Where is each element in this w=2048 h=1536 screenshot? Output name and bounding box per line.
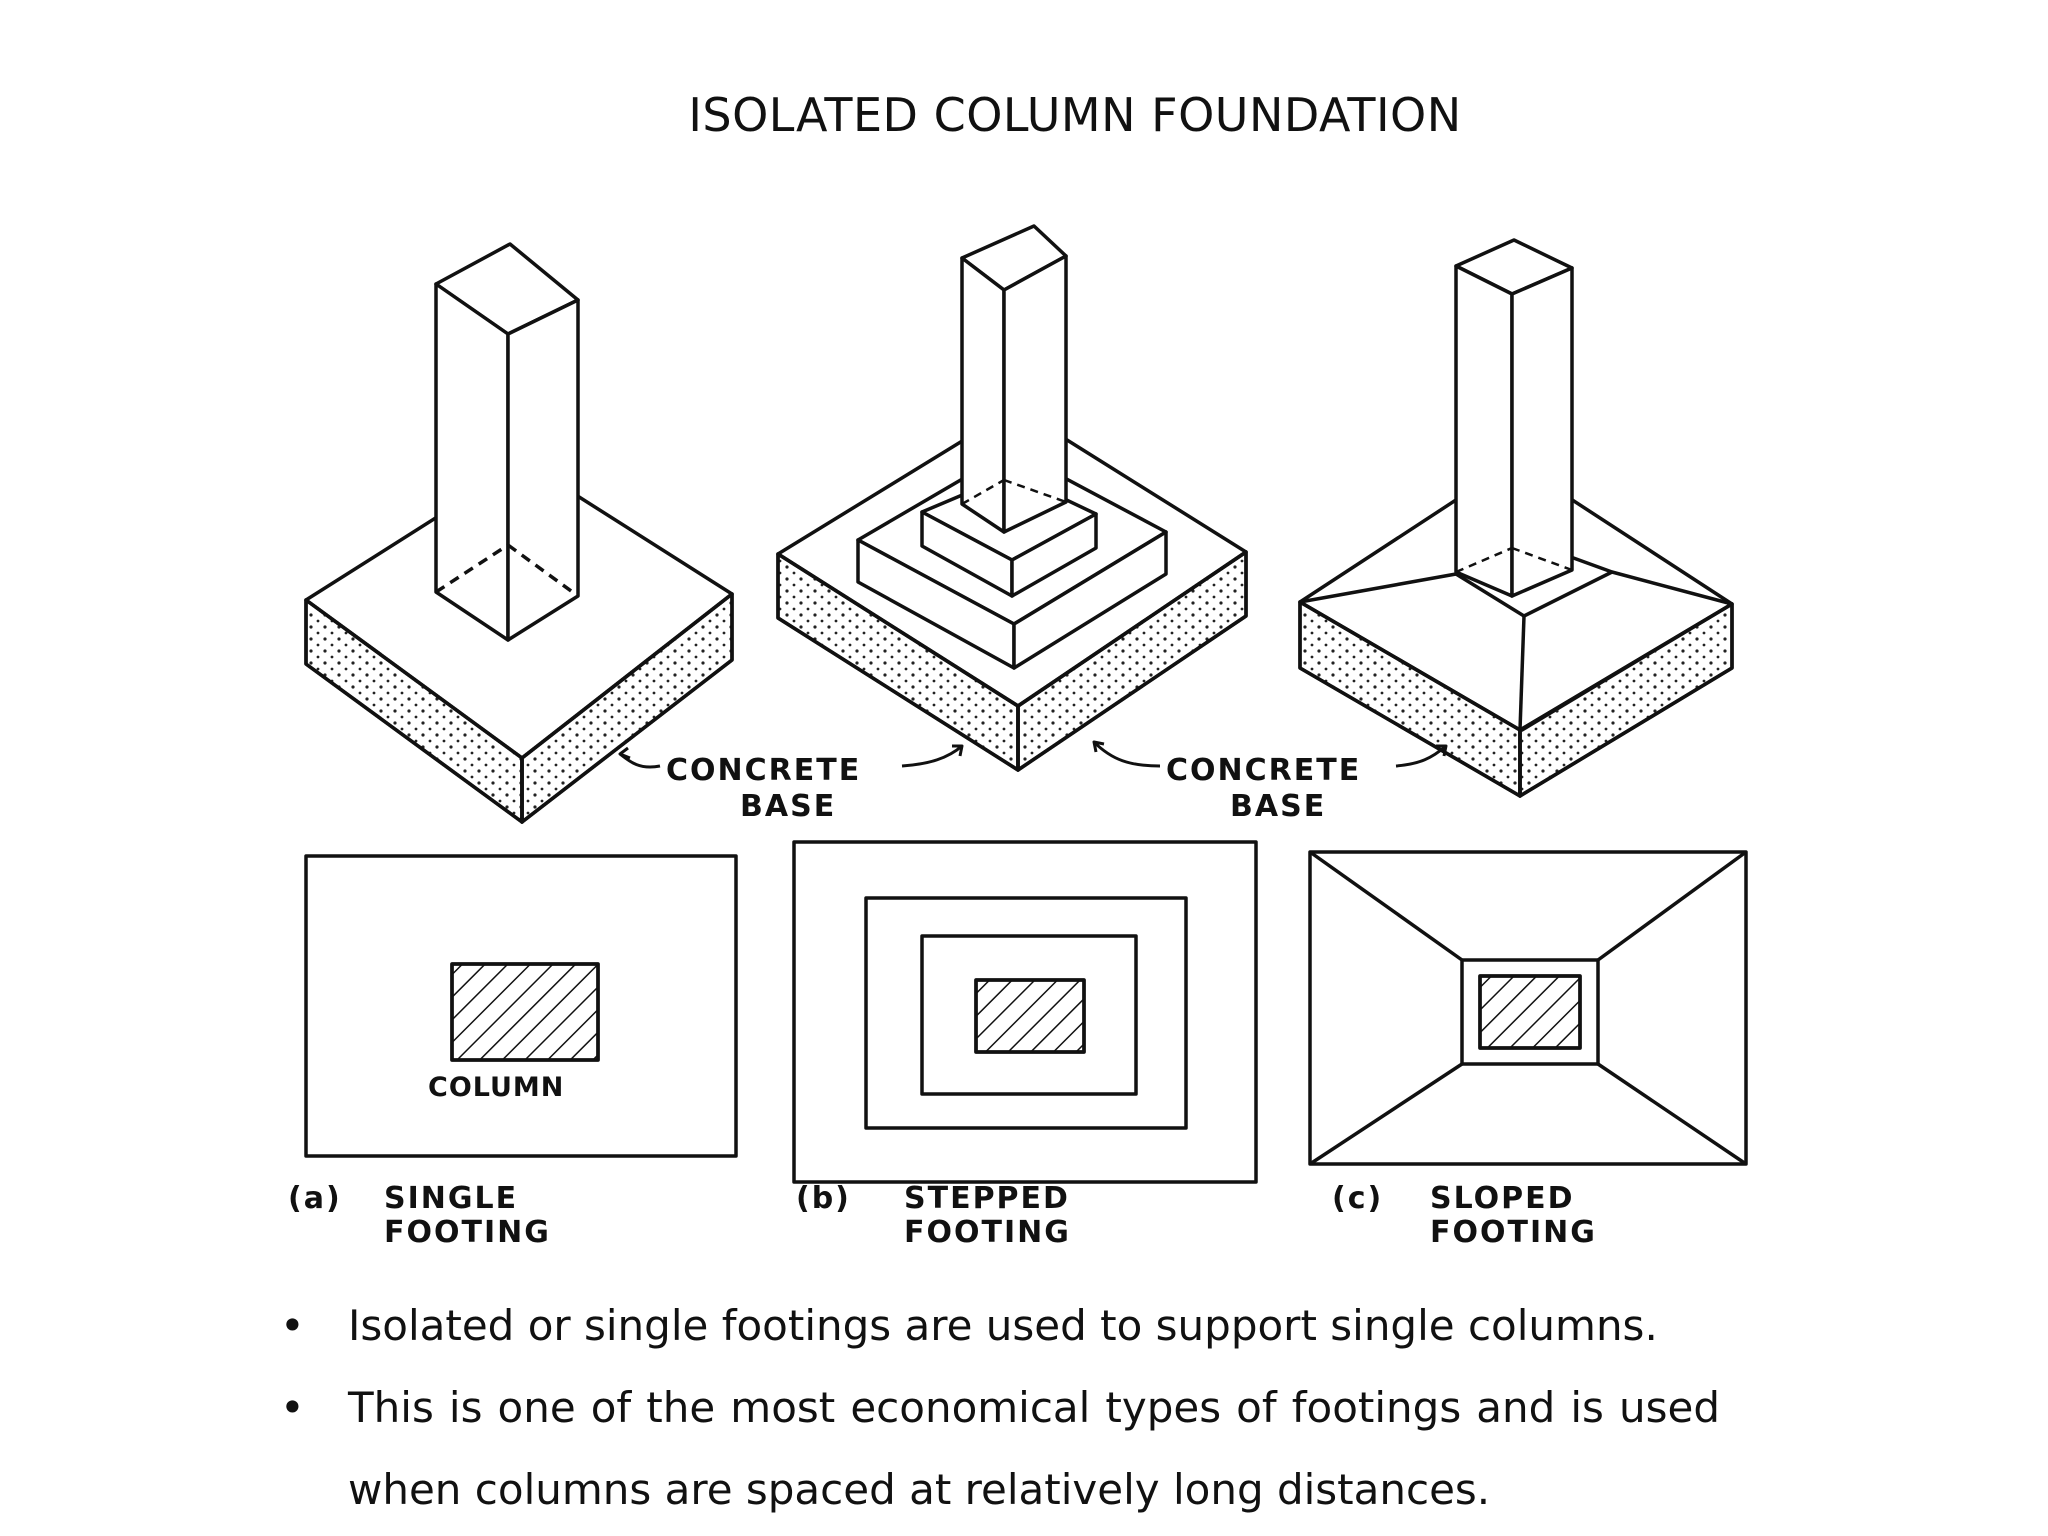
caption-b-tag: (b) bbox=[796, 1181, 851, 1216]
bullet-list: • Isolated or single footings are used t… bbox=[280, 1285, 1720, 1531]
single-footing-plan bbox=[304, 854, 738, 1158]
bullet-marker: • bbox=[280, 1301, 305, 1350]
stepped-footing-3d bbox=[776, 224, 1248, 772]
bullet-item: • Isolated or single footings are used t… bbox=[280, 1285, 1720, 1367]
concrete-base-arrows bbox=[618, 740, 1448, 769]
column-label: COLUMN bbox=[428, 1072, 564, 1103]
caption-c-tag: (c) bbox=[1332, 1181, 1383, 1216]
stepped-footing-plan bbox=[792, 840, 1258, 1184]
caption-a-line1: SINGLE bbox=[384, 1181, 518, 1216]
bullet-text: This is one of the most economical types… bbox=[348, 1383, 1720, 1514]
concrete-base-label-left-line1: CONCRETE bbox=[666, 753, 861, 788]
concrete-base-label-left-line2: BASE bbox=[740, 789, 836, 824]
caption-c-line2: FOOTING bbox=[1430, 1215, 1597, 1250]
bullet-item: • This is one of the most economical typ… bbox=[280, 1367, 1720, 1531]
caption-b-line1: STEPPED bbox=[904, 1181, 1070, 1216]
bullet-marker: • bbox=[280, 1383, 305, 1432]
caption-c-line1: SLOPED bbox=[1430, 1181, 1575, 1216]
concrete-base-label-right-line2: BASE bbox=[1230, 789, 1326, 824]
bullet-text: Isolated or single footings are used to … bbox=[348, 1301, 1658, 1350]
slide-title: ISOLATED COLUMN FOUNDATION bbox=[688, 88, 1462, 142]
sloped-footing-3d bbox=[1298, 238, 1734, 798]
sloped-footing-plan bbox=[1308, 850, 1748, 1166]
single-footing-3d bbox=[304, 242, 734, 824]
caption-a-tag: (a) bbox=[288, 1181, 342, 1216]
caption-a-line2: FOOTING bbox=[384, 1215, 551, 1250]
caption-b-line2: FOOTING bbox=[904, 1215, 1071, 1250]
concrete-base-label-right-line1: CONCRETE bbox=[1166, 753, 1361, 788]
